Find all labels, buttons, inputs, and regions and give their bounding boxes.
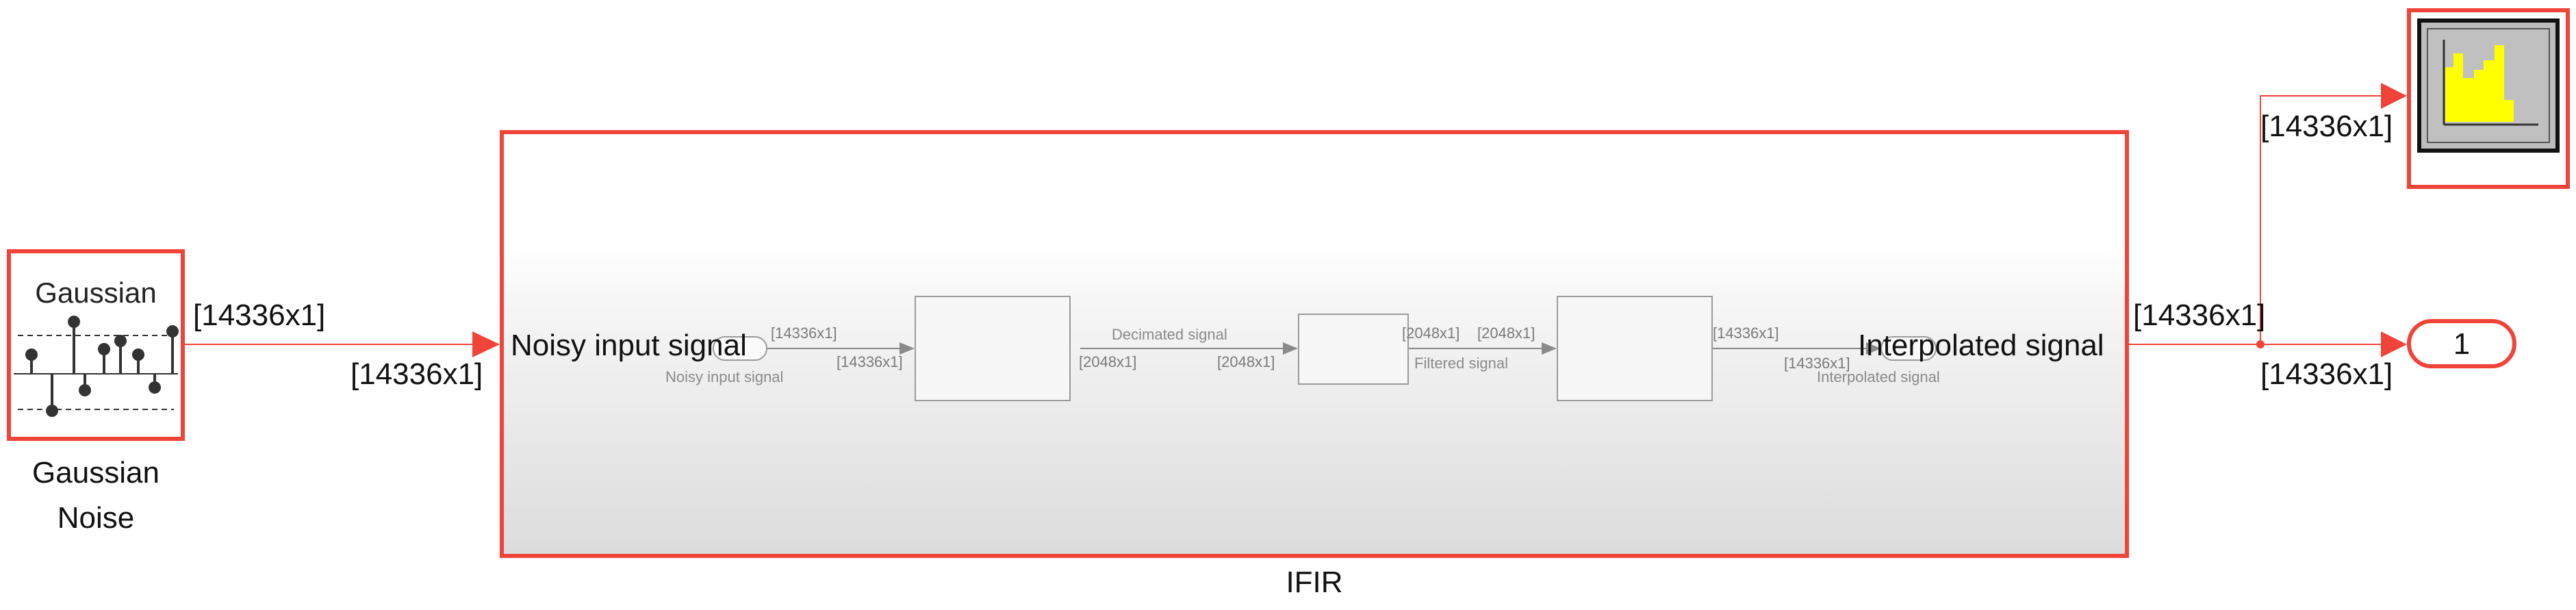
gaussian-noise-name-line1: Gaussian xyxy=(32,456,160,490)
inner-dim-4a: [14336x1] xyxy=(1713,325,1779,342)
inner-decimated-label: Decimated signal xyxy=(1112,326,1227,343)
gaussian-noise-block[interactable]: Gaussian xyxy=(7,249,185,441)
inner-dim-1b: [14336x1] xyxy=(837,353,903,370)
inner-in-port-label: Noisy input signal xyxy=(665,368,784,385)
inner-filter-block xyxy=(1298,314,1409,385)
histogram-scope-block[interactable] xyxy=(2407,8,2570,189)
ifir-subsystem-block[interactable]: [14336x1] [14336x1] Noisy input signal D… xyxy=(500,130,2129,558)
ifir-block-name: IFIR xyxy=(1286,565,1343,599)
ifir-in-port-label: Noisy input signal xyxy=(511,329,747,362)
scope-dimension: [14336x1] xyxy=(2260,110,2393,143)
gaussian-noise-name-line2: Noise xyxy=(57,501,135,535)
ifir-out-port-label: Interpolated signal xyxy=(1858,329,2104,362)
ifir-out-dimension: [14336x1] xyxy=(2133,298,2266,332)
inner-interpolator-block xyxy=(1557,296,1713,401)
inner-arrowhead-2 xyxy=(1283,342,1298,355)
inner-dim-3b: [2048x1] xyxy=(1477,325,1535,342)
source-out-dimension: [14336x1] xyxy=(193,298,326,332)
gaussian-stem-plot-icon xyxy=(14,316,179,417)
outport-dimension: [14336x1] xyxy=(2260,357,2393,391)
arrowhead-scope-in xyxy=(2381,83,2407,109)
inner-decimator-block xyxy=(915,296,1071,401)
inner-outport-oval xyxy=(1880,336,1937,361)
ifir-in-dimension: [14336x1] xyxy=(350,357,483,391)
inner-arrowhead-4 xyxy=(1866,342,1881,355)
inner-dim-3a: [2048x1] xyxy=(1402,325,1460,342)
outport-number: 1 xyxy=(2453,327,2471,361)
histogram-scope-icon xyxy=(2417,18,2560,153)
inner-filtered-label: Filtered signal xyxy=(1414,355,1508,372)
gaussian-inner-label: Gaussian xyxy=(35,277,157,309)
inner-dim-2a: [2048x1] xyxy=(1079,353,1137,370)
inner-out-port-label: Interpolated signal xyxy=(1817,368,1940,385)
inner-inport-oval xyxy=(713,336,767,361)
inner-arrowhead-3 xyxy=(1542,342,1557,355)
arrowhead-outport-in xyxy=(2381,331,2407,357)
inner-dim-4b: [14336x1] xyxy=(1784,355,1850,372)
ifir-inner-diagram xyxy=(713,336,1937,361)
signal-line-to-scope[interactable] xyxy=(2260,95,2381,344)
outport-1[interactable]: 1 xyxy=(2407,319,2516,368)
arrowhead-ifir-in xyxy=(472,331,500,357)
inner-arrowhead-1 xyxy=(900,342,915,355)
inner-dim-1a: [14336x1] xyxy=(771,325,837,342)
inner-dim-2b: [2048x1] xyxy=(1217,353,1275,370)
